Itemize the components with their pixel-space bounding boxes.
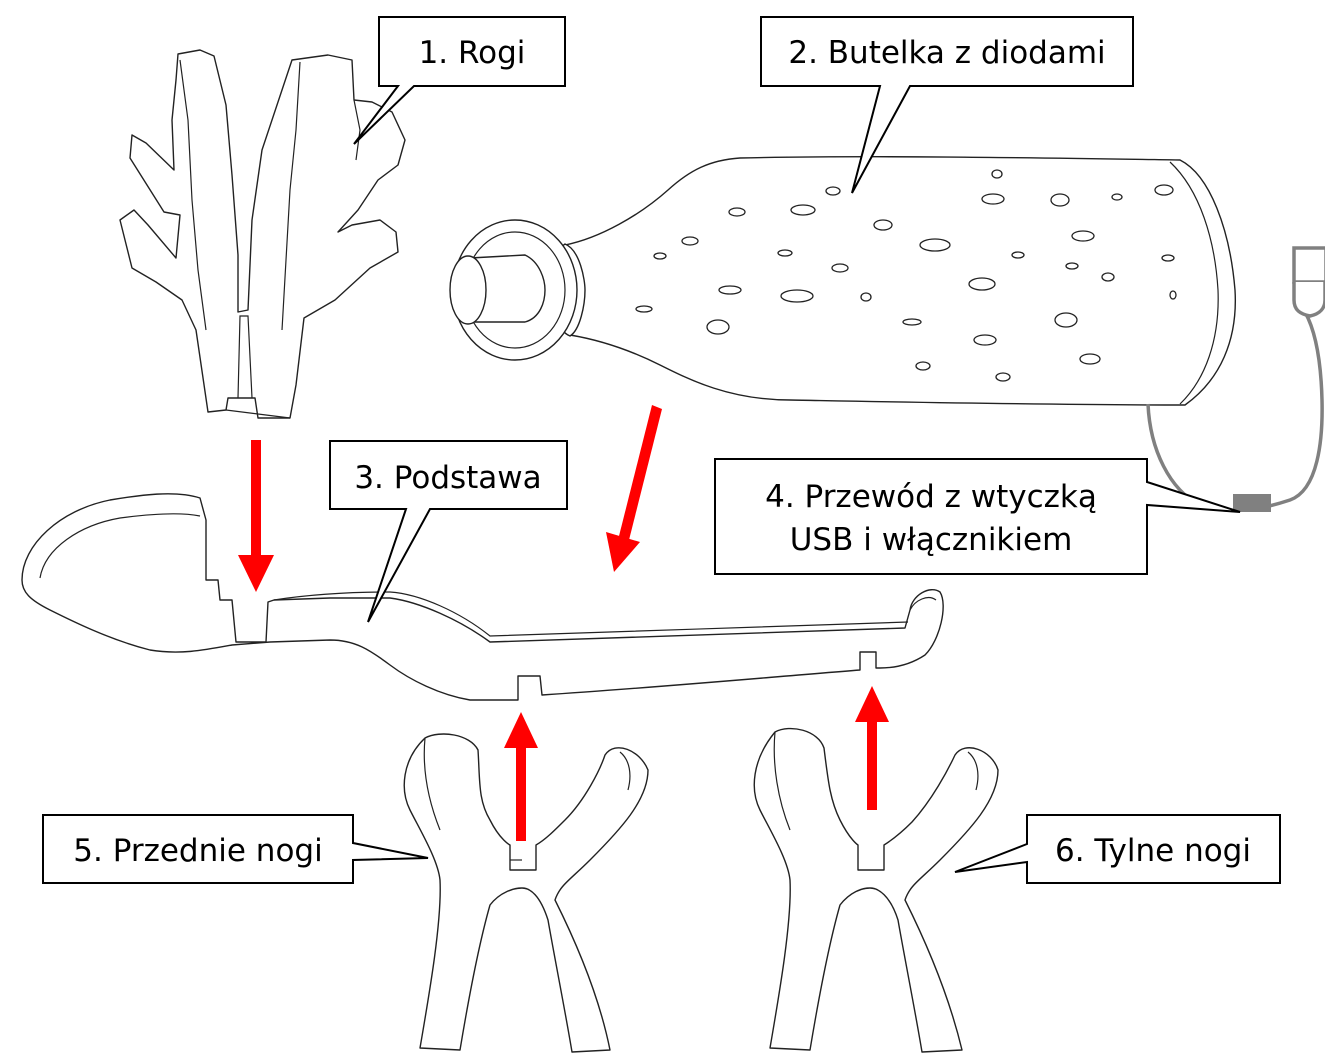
arrow-antlers-to-base bbox=[238, 440, 274, 592]
label-part2: 2. Butelka z diodami bbox=[788, 35, 1105, 71]
callout-4: 4. Przewód z wtyczką USB i włącznikiem bbox=[714, 458, 1241, 575]
label-part6: 6. Tylne nogi bbox=[1055, 833, 1251, 869]
front-legs-part bbox=[403, 733, 649, 1053]
label-part4-line2: USB i włącznikiem bbox=[790, 522, 1073, 558]
usb-cable-part bbox=[1146, 246, 1325, 513]
callout-6: 6. Tylne nogi bbox=[954, 814, 1281, 884]
callout-1: 1. Rogi bbox=[353, 16, 566, 145]
base-part bbox=[21, 493, 944, 701]
callout-3: 3. Podstawa bbox=[329, 440, 568, 623]
bottle-part bbox=[449, 156, 1237, 406]
label-part5: 5. Przednie nogi bbox=[73, 833, 322, 869]
label-part3: 3. Podstawa bbox=[354, 460, 541, 496]
arrow-bottle-to-base bbox=[606, 405, 662, 572]
callout-5: 5. Przednie nogi bbox=[42, 814, 429, 884]
label-part1: 1. Rogi bbox=[419, 35, 526, 71]
led-holes bbox=[635, 169, 1177, 382]
label-part4-line1: 4. Przewód z wtyczką bbox=[765, 479, 1097, 515]
assembly-arrows bbox=[238, 405, 889, 841]
switch-icon bbox=[1233, 494, 1271, 512]
callout-2: 2. Butelka z diodami bbox=[760, 16, 1134, 194]
rear-legs-part bbox=[753, 727, 999, 1053]
arrow-rear-legs-to-base bbox=[855, 686, 889, 810]
arrow-front-legs-to-base bbox=[504, 712, 538, 841]
antlers-part bbox=[119, 49, 406, 419]
usb-plug-icon bbox=[1292, 246, 1325, 318]
